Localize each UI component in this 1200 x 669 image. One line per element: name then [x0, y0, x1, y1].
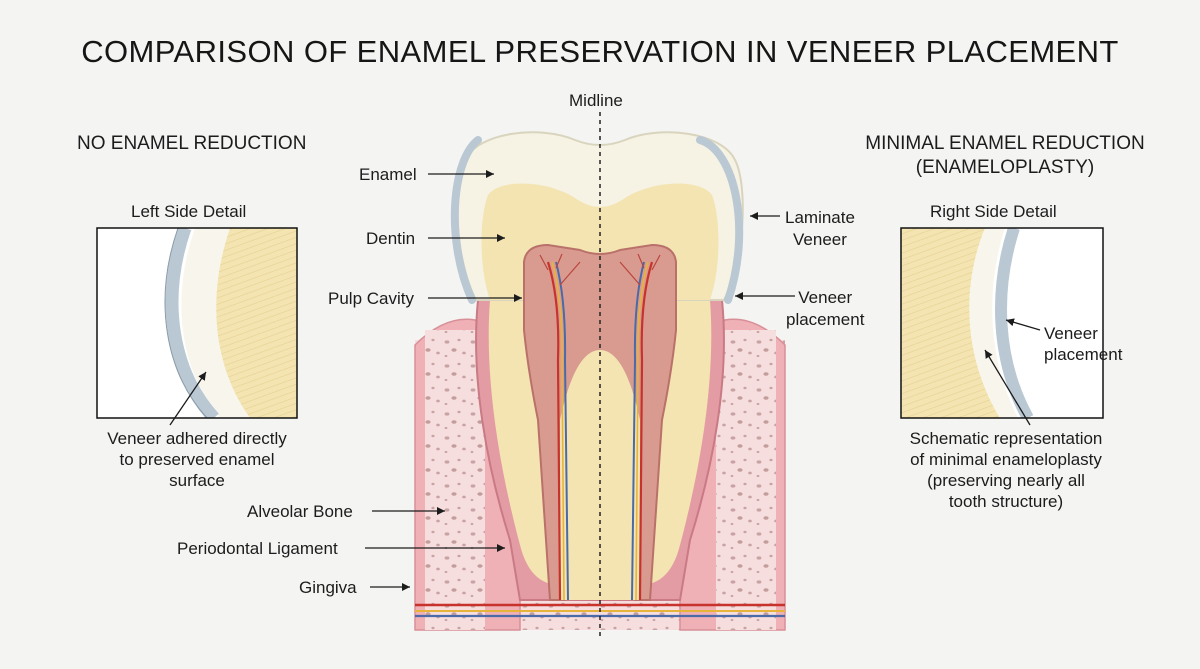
right-caption: Schematic representation of minimal enam… [886, 428, 1126, 512]
right-heading-line-2: (ENAMELOPLASTY) [915, 157, 1095, 178]
right-caption-line-2: of minimal enameloplasty [910, 450, 1102, 469]
label-gingiva: Gingiva [299, 578, 357, 597]
laminate-veneer-right [696, 136, 744, 304]
laminate-veneer-left [450, 136, 482, 304]
label-laminate-veneer-line-2: Veneer [793, 230, 847, 249]
label-veneer-placement: Veneer placement [786, 287, 864, 331]
leader-arrows [365, 170, 795, 591]
left-caption-line-2: to preserved enamel [119, 450, 275, 469]
left-caption-line-3: surface [169, 471, 225, 490]
left-heading: NO ENAMEL REDUCTION [77, 133, 307, 154]
left-detail-box [96, 227, 298, 426]
label-veneer-placement-line-1: Veneer [798, 288, 853, 307]
right-detail-veneer-line-1: Veneer [1044, 324, 1098, 343]
right-detail-box [900, 227, 1104, 426]
left-caption: Veneer adhered directly to preserved ena… [70, 428, 324, 491]
right-caption-line-1: Schematic representation [909, 429, 1103, 448]
label-periodontal-ligament: Periodontal Ligament [177, 539, 338, 558]
right-heading-line-1: MINIMAL ENAMEL REDUCTION [865, 133, 1145, 154]
right-detail-veneer-line-2: placement [1044, 345, 1123, 364]
label-enamel: Enamel [359, 165, 417, 184]
label-laminate-veneer-line-1: Laminate [785, 208, 855, 227]
right-caption-line-4: tooth structure) [948, 492, 1064, 511]
right-detail-title: Right Side Detail [930, 202, 1057, 221]
right-caption-line-3: (preserving nearly all [927, 471, 1085, 490]
page-title: COMPARISON OF ENAMEL PRESERVATION IN VEN… [81, 34, 1119, 69]
label-laminate-veneer: Laminate Veneer [785, 207, 855, 251]
midline-label: Midline [569, 91, 623, 110]
label-alveolar-bone: Alveolar Bone [247, 502, 353, 521]
left-caption-line-1: Veneer adhered directly [107, 429, 287, 448]
label-pulp-cavity: Pulp Cavity [328, 289, 414, 308]
left-detail-title: Left Side Detail [131, 202, 247, 221]
label-veneer-placement-line-2: placement [786, 310, 865, 329]
label-dentin: Dentin [366, 229, 416, 248]
right-detail-veneer-label: Veneer placement [1044, 323, 1122, 365]
